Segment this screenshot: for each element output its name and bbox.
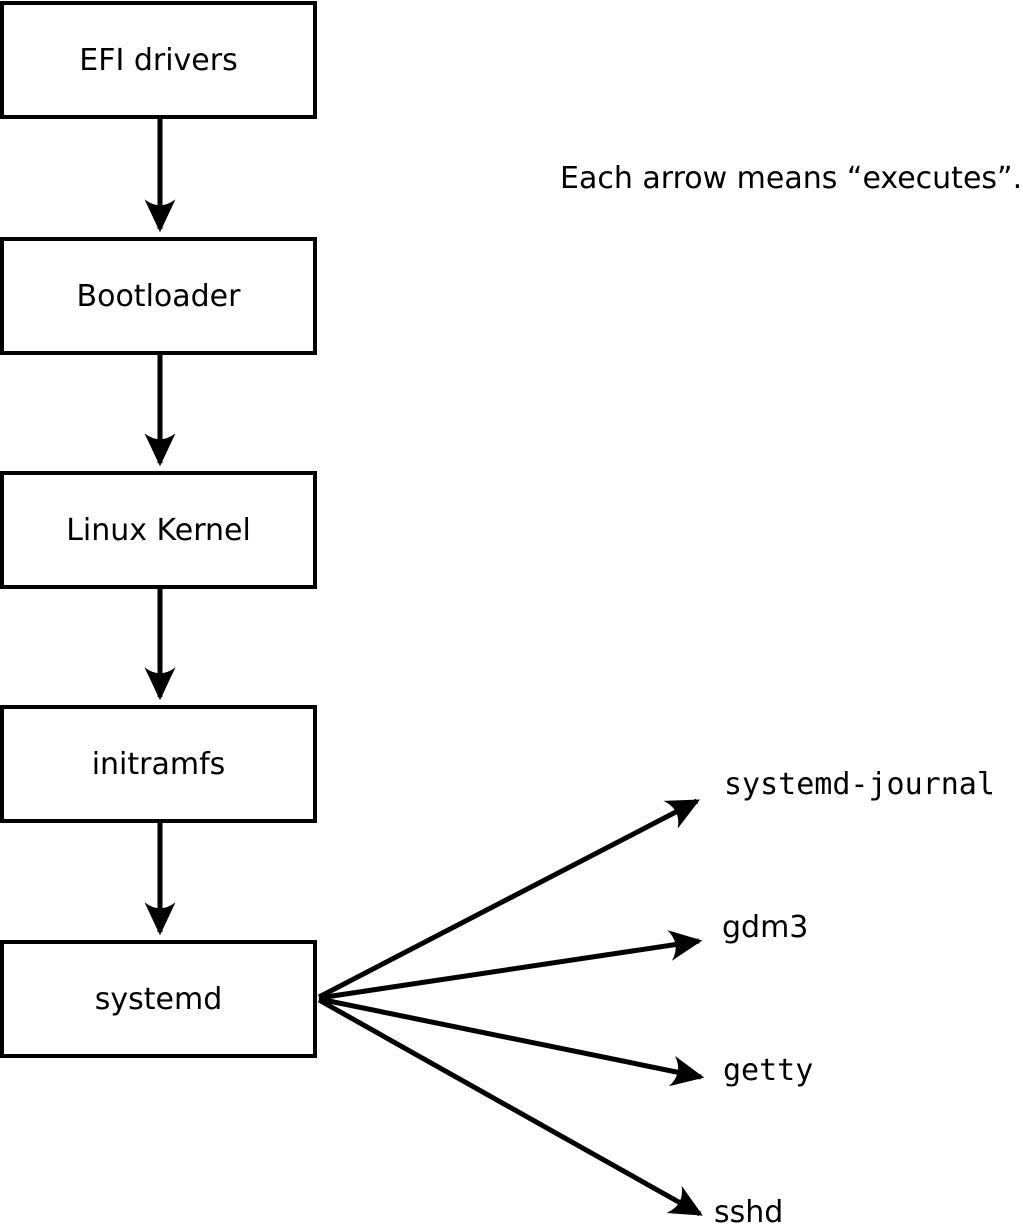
- arrow-systemd-to-getty: [318, 996, 705, 1087]
- flow-box-bootloader: Bootloader: [0, 237, 317, 355]
- flow-box-label: Bootloader: [76, 278, 241, 314]
- flow-box-initramfs: initramfs: [0, 705, 317, 823]
- flow-box-label: Linux Kernel: [66, 512, 251, 548]
- flow-box-label: initramfs: [91, 746, 226, 782]
- flow-box-efi-drivers: EFI drivers: [0, 1, 317, 119]
- process-label-sshd: sshd: [714, 1195, 784, 1230]
- process-label-getty: getty: [723, 1053, 814, 1088]
- process-label-gdm3: gdm3: [722, 910, 809, 945]
- process-label-systemd-journal: systemd-journal: [724, 767, 995, 802]
- arrow-meaning-note: Each arrow means “executes”.: [560, 161, 1023, 196]
- flow-box-label: systemd: [94, 981, 223, 1017]
- arrow-systemd-to-gdm3: [318, 930, 703, 1001]
- flow-box-label: EFI drivers: [79, 42, 238, 78]
- flow-box-systemd: systemd: [0, 940, 317, 1058]
- arrow-systemd-to-sshd: [317, 997, 703, 1217]
- arrow-systemd-to-journal: [317, 798, 700, 1000]
- flow-box-linux-kernel: Linux Kernel: [0, 471, 317, 589]
